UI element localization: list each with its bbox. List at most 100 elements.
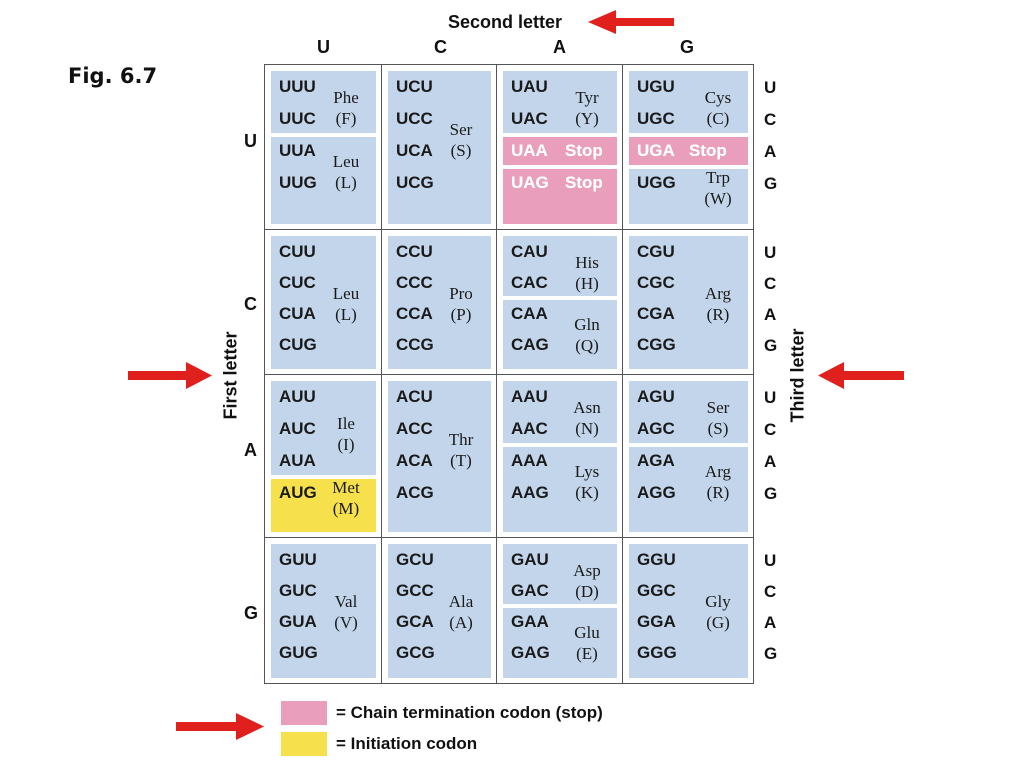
third-letter-label: U (764, 388, 777, 407)
codon-label: CGC (637, 273, 675, 292)
amino-acid-abbreviation: (L) (335, 173, 357, 192)
codon-label: GUU (279, 550, 317, 569)
amino-acid-label: Val(V) (316, 591, 376, 633)
third-letter-label: C (764, 582, 777, 601)
row-header-g: G (244, 603, 259, 623)
codon-label: CUU (279, 242, 316, 261)
amino-acid-name: Asp (573, 560, 601, 580)
codon-label: UUU (279, 77, 316, 96)
codon-label: AGG (637, 483, 676, 502)
third-letter-label: G (764, 644, 778, 663)
amino-acid-box (388, 236, 491, 369)
amino-acid-box (503, 71, 617, 133)
amino-acid-name: Gly (705, 591, 731, 611)
amino-acid-label: Cys(C) (688, 87, 748, 129)
third-letter-label: C (764, 274, 777, 293)
amino-acid-name: Ser (449, 120, 473, 139)
codon-label: ACU (396, 387, 433, 406)
stop-codon-band (503, 169, 617, 224)
amino-acid-box (629, 236, 748, 369)
amino-acid-name: Leu (332, 152, 360, 171)
amino-acid-abbreviation: (G) (706, 612, 730, 632)
amino-acid-box (503, 544, 617, 604)
codon-label: GGU (637, 550, 676, 569)
codon-label: GAG (511, 643, 550, 662)
codon-label: UUC (279, 109, 316, 128)
amino-acid-name: Ser (706, 398, 730, 417)
stop-label: Stop (565, 173, 603, 192)
amino-acid-label: Ala(A) (431, 591, 491, 633)
amino-acid-abbreviation: (A) (449, 612, 473, 632)
codon-label: ACA (396, 451, 433, 470)
amino-acid-name: Lys (574, 462, 600, 481)
amino-acid-label: Arg(R) (688, 461, 748, 503)
column-header-a: A (553, 37, 566, 57)
amino-acid-name: Val (334, 591, 358, 611)
amino-acid-box (629, 447, 748, 532)
amino-acid-name: Ile (337, 414, 355, 433)
amino-acid-abbreviation: (L) (335, 304, 357, 324)
amino-acid-box (629, 71, 748, 133)
codon-label: AAG (511, 483, 549, 502)
codon-label: GAU (511, 550, 549, 569)
codon-label: ACG (396, 483, 434, 502)
amino-acid-abbreviation: (Y) (575, 109, 599, 128)
codon-label: CAG (511, 335, 549, 354)
third-letter-label: A (764, 305, 777, 324)
stop-codon-label: UAG (511, 173, 549, 192)
amino-acid-abbreviation: (N) (575, 419, 599, 438)
amino-acid-label: Arg(R) (688, 283, 748, 325)
amino-acid-abbreviation: (W) (704, 189, 732, 208)
codon-label: GUA (279, 612, 317, 631)
third-letter-label: A (764, 452, 777, 471)
amino-acid-box (629, 169, 748, 224)
codon-label: GCA (396, 612, 434, 631)
amino-acid-label: Ser (S) (431, 119, 491, 161)
codon-label: GCC (396, 581, 434, 600)
codon-label: GAC (511, 581, 549, 600)
row-header-c: C (244, 294, 257, 314)
initiation-codon-band (271, 479, 376, 532)
codon-label: GUC (279, 581, 317, 600)
codon-label: CUC (279, 273, 316, 292)
amino-acid-name: Met (332, 478, 360, 497)
legend-stop-label: = Chain termination codon (stop) (336, 703, 603, 722)
amino-acid-label: Tyr (Y) (557, 87, 617, 129)
amino-acid-abbreviation: (H) (575, 273, 599, 293)
amino-acid-label: Thr(T) (431, 429, 491, 471)
amino-acid-abbreviation: (M) (332, 499, 360, 518)
arrow-icon-second-letter (588, 10, 674, 34)
stop-codon-label: UAG (511, 173, 549, 192)
amino-acid-name: Phe (333, 88, 359, 107)
codon-label: UAC (511, 109, 548, 128)
stop-codon-band (629, 137, 748, 165)
codon-label: CAA (511, 304, 548, 323)
amino-acid-abbreviation: (R) (706, 483, 730, 502)
amino-acid-box (503, 381, 617, 443)
amino-acid-abbreviation: (T) (450, 451, 472, 470)
amino-acid-label: Lys (K) (557, 461, 617, 503)
amino-acid-name: Leu (332, 283, 360, 303)
amino-acid-name: Glu (574, 622, 600, 642)
row-header-u: U (244, 131, 257, 151)
codon-label: CCC (396, 273, 433, 292)
amino-acid-abbreviation: (K) (575, 483, 599, 502)
codon-label: AUU (279, 387, 316, 406)
third-letter-label: A (764, 142, 777, 161)
amino-acid-label: Glu(E) (557, 622, 617, 664)
third-letter-label: G (764, 336, 778, 355)
codon-label: GCU (396, 550, 434, 569)
amino-acid-box (503, 608, 617, 678)
amino-acid-abbreviation: (S) (450, 141, 472, 160)
amino-acid-name: Tyr (575, 88, 599, 107)
